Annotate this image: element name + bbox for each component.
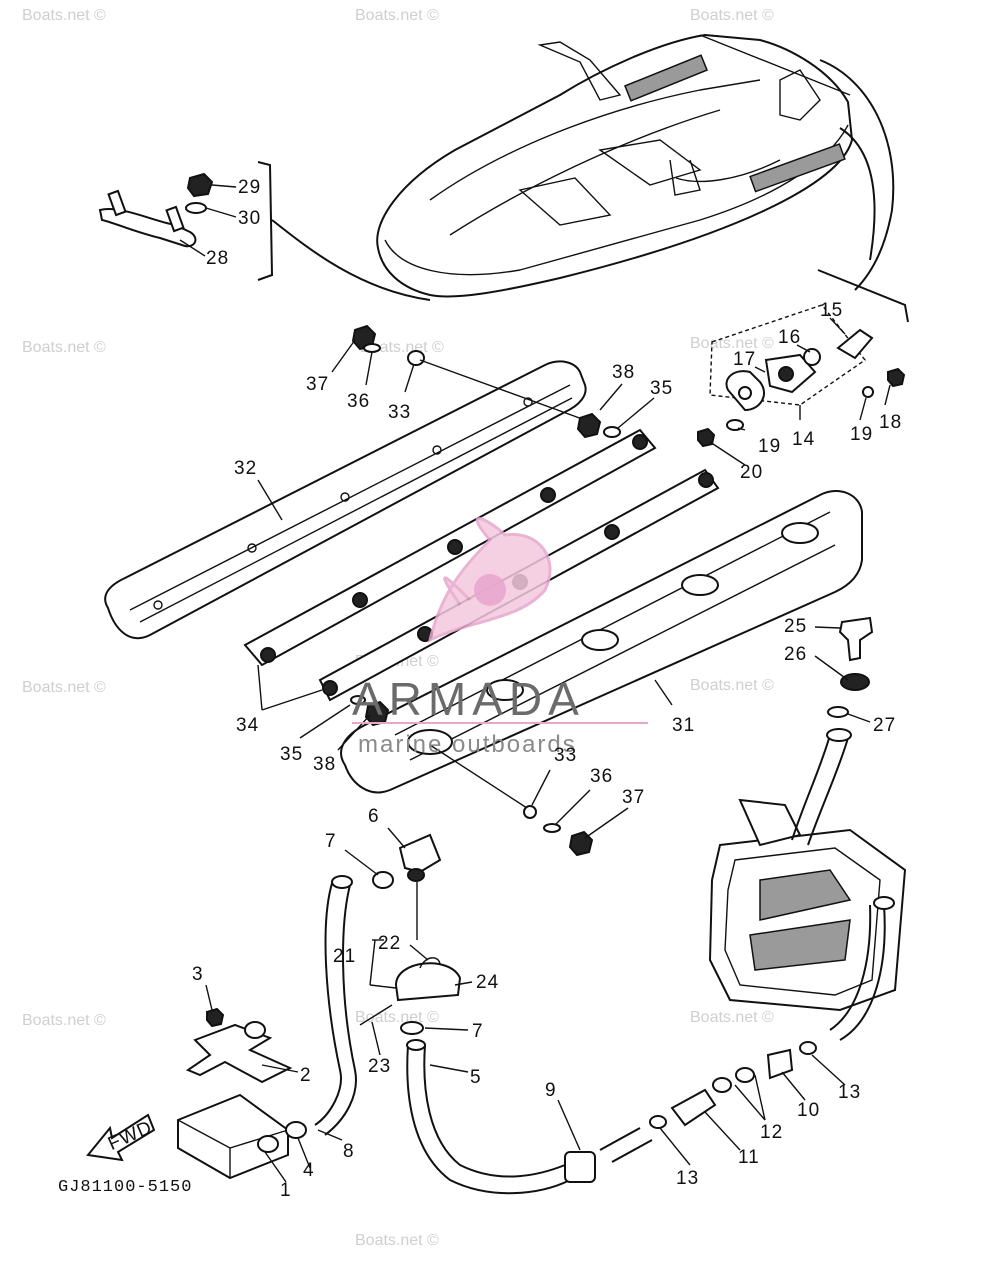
callout-label: 13: [676, 1168, 699, 1189]
callout-label: 22: [378, 933, 401, 954]
rail-32: [104, 360, 587, 640]
callout-label: 13: [838, 1082, 861, 1103]
callout-label: 25: [784, 616, 807, 637]
callout-label: 34: [236, 715, 259, 736]
callout-label: 7: [472, 1021, 484, 1042]
fwd-label: FWD: [105, 1117, 156, 1155]
watermark: Boats.net ©: [355, 1232, 439, 1249]
watermark: Boats.net ©: [360, 339, 444, 356]
brand-watermark: ARMADA marine outboards: [352, 517, 648, 758]
callout-label: 35: [280, 744, 303, 765]
bracket-and-box: [177, 1007, 307, 1180]
callout-label: 28: [206, 248, 229, 269]
callout-label: 33: [554, 745, 577, 766]
callout-label: 9: [545, 1080, 557, 1101]
callout-label: 32: [234, 458, 257, 479]
callout-label: 38: [612, 362, 635, 383]
callout-label: 5: [470, 1067, 482, 1088]
brand-tagline: marine outboards: [358, 731, 577, 758]
callout-label: 10: [797, 1100, 820, 1121]
watermark: Boats.net ©: [22, 679, 106, 696]
callout-label: 30: [238, 208, 261, 229]
bolt-plate-assembly: [98, 161, 431, 301]
callout-label: 11: [738, 1147, 760, 1168]
callout-label: 23: [368, 1056, 391, 1077]
watermark: Boats.net ©: [355, 1009, 439, 1026]
watermark: Boats.net ©: [690, 7, 774, 24]
watermark: Boats.net ©: [22, 339, 106, 356]
callout-label: 26: [784, 644, 807, 665]
callout-label: 27: [873, 715, 896, 736]
callout-label: 20: [740, 462, 763, 483]
callout-label: 8: [343, 1141, 355, 1162]
callout-label: 21: [333, 946, 356, 967]
callout-label: 3: [192, 964, 204, 985]
callout-label: 17: [733, 349, 756, 370]
vent-assembly: [709, 269, 909, 431]
callout-label: 18: [879, 412, 902, 433]
callout-label: 4: [303, 1160, 315, 1181]
callout-layer: 29 30 28 37 36 33 38 35 32 15 16 17 18 1…: [192, 177, 902, 1201]
callout-label: 37: [306, 374, 329, 395]
fwd-arrow: FWD: [86, 1113, 156, 1162]
callout-label: 36: [590, 766, 613, 787]
callout-label: 1: [280, 1180, 292, 1201]
callout-label: 38: [313, 754, 336, 775]
rail-hardware: [350, 324, 716, 857]
watercraft-hull: [376, 33, 895, 298]
callout-label: 14: [792, 429, 815, 450]
callout-label: 19: [850, 424, 873, 445]
callout-label: 16: [778, 327, 801, 348]
drain-plug-assembly: [827, 616, 874, 718]
callout-label: 24: [476, 972, 499, 993]
callout-label: 2: [300, 1065, 312, 1086]
watermark: Boats.net ©: [355, 7, 439, 24]
callout-label: 15: [820, 300, 843, 321]
callout-label: 36: [347, 391, 370, 412]
callout-label: 29: [238, 177, 261, 198]
callout-label: 6: [368, 806, 380, 827]
callout-label: 35: [650, 378, 673, 399]
diagram-code: GJ81100-5150: [58, 1178, 192, 1197]
callout-label: 7: [325, 831, 337, 852]
brand-name: ARMADA: [352, 673, 585, 725]
watermark: Boats.net ©: [690, 335, 774, 352]
callout-label: 31: [672, 715, 695, 736]
hose-assembly: [314, 833, 817, 1195]
watermark: Boats.net ©: [22, 1012, 106, 1029]
callout-label: 12: [760, 1122, 783, 1143]
watermark: Boats.net ©: [690, 677, 774, 694]
callout-label: 37: [622, 787, 645, 808]
jet-pump: [708, 728, 907, 1041]
callout-label: 19: [758, 436, 781, 457]
watermark: Boats.net ©: [22, 7, 106, 24]
watermark: Boats.net ©: [690, 1009, 774, 1026]
leader-lines: [179, 184, 891, 1183]
callout-label: 33: [388, 402, 411, 423]
